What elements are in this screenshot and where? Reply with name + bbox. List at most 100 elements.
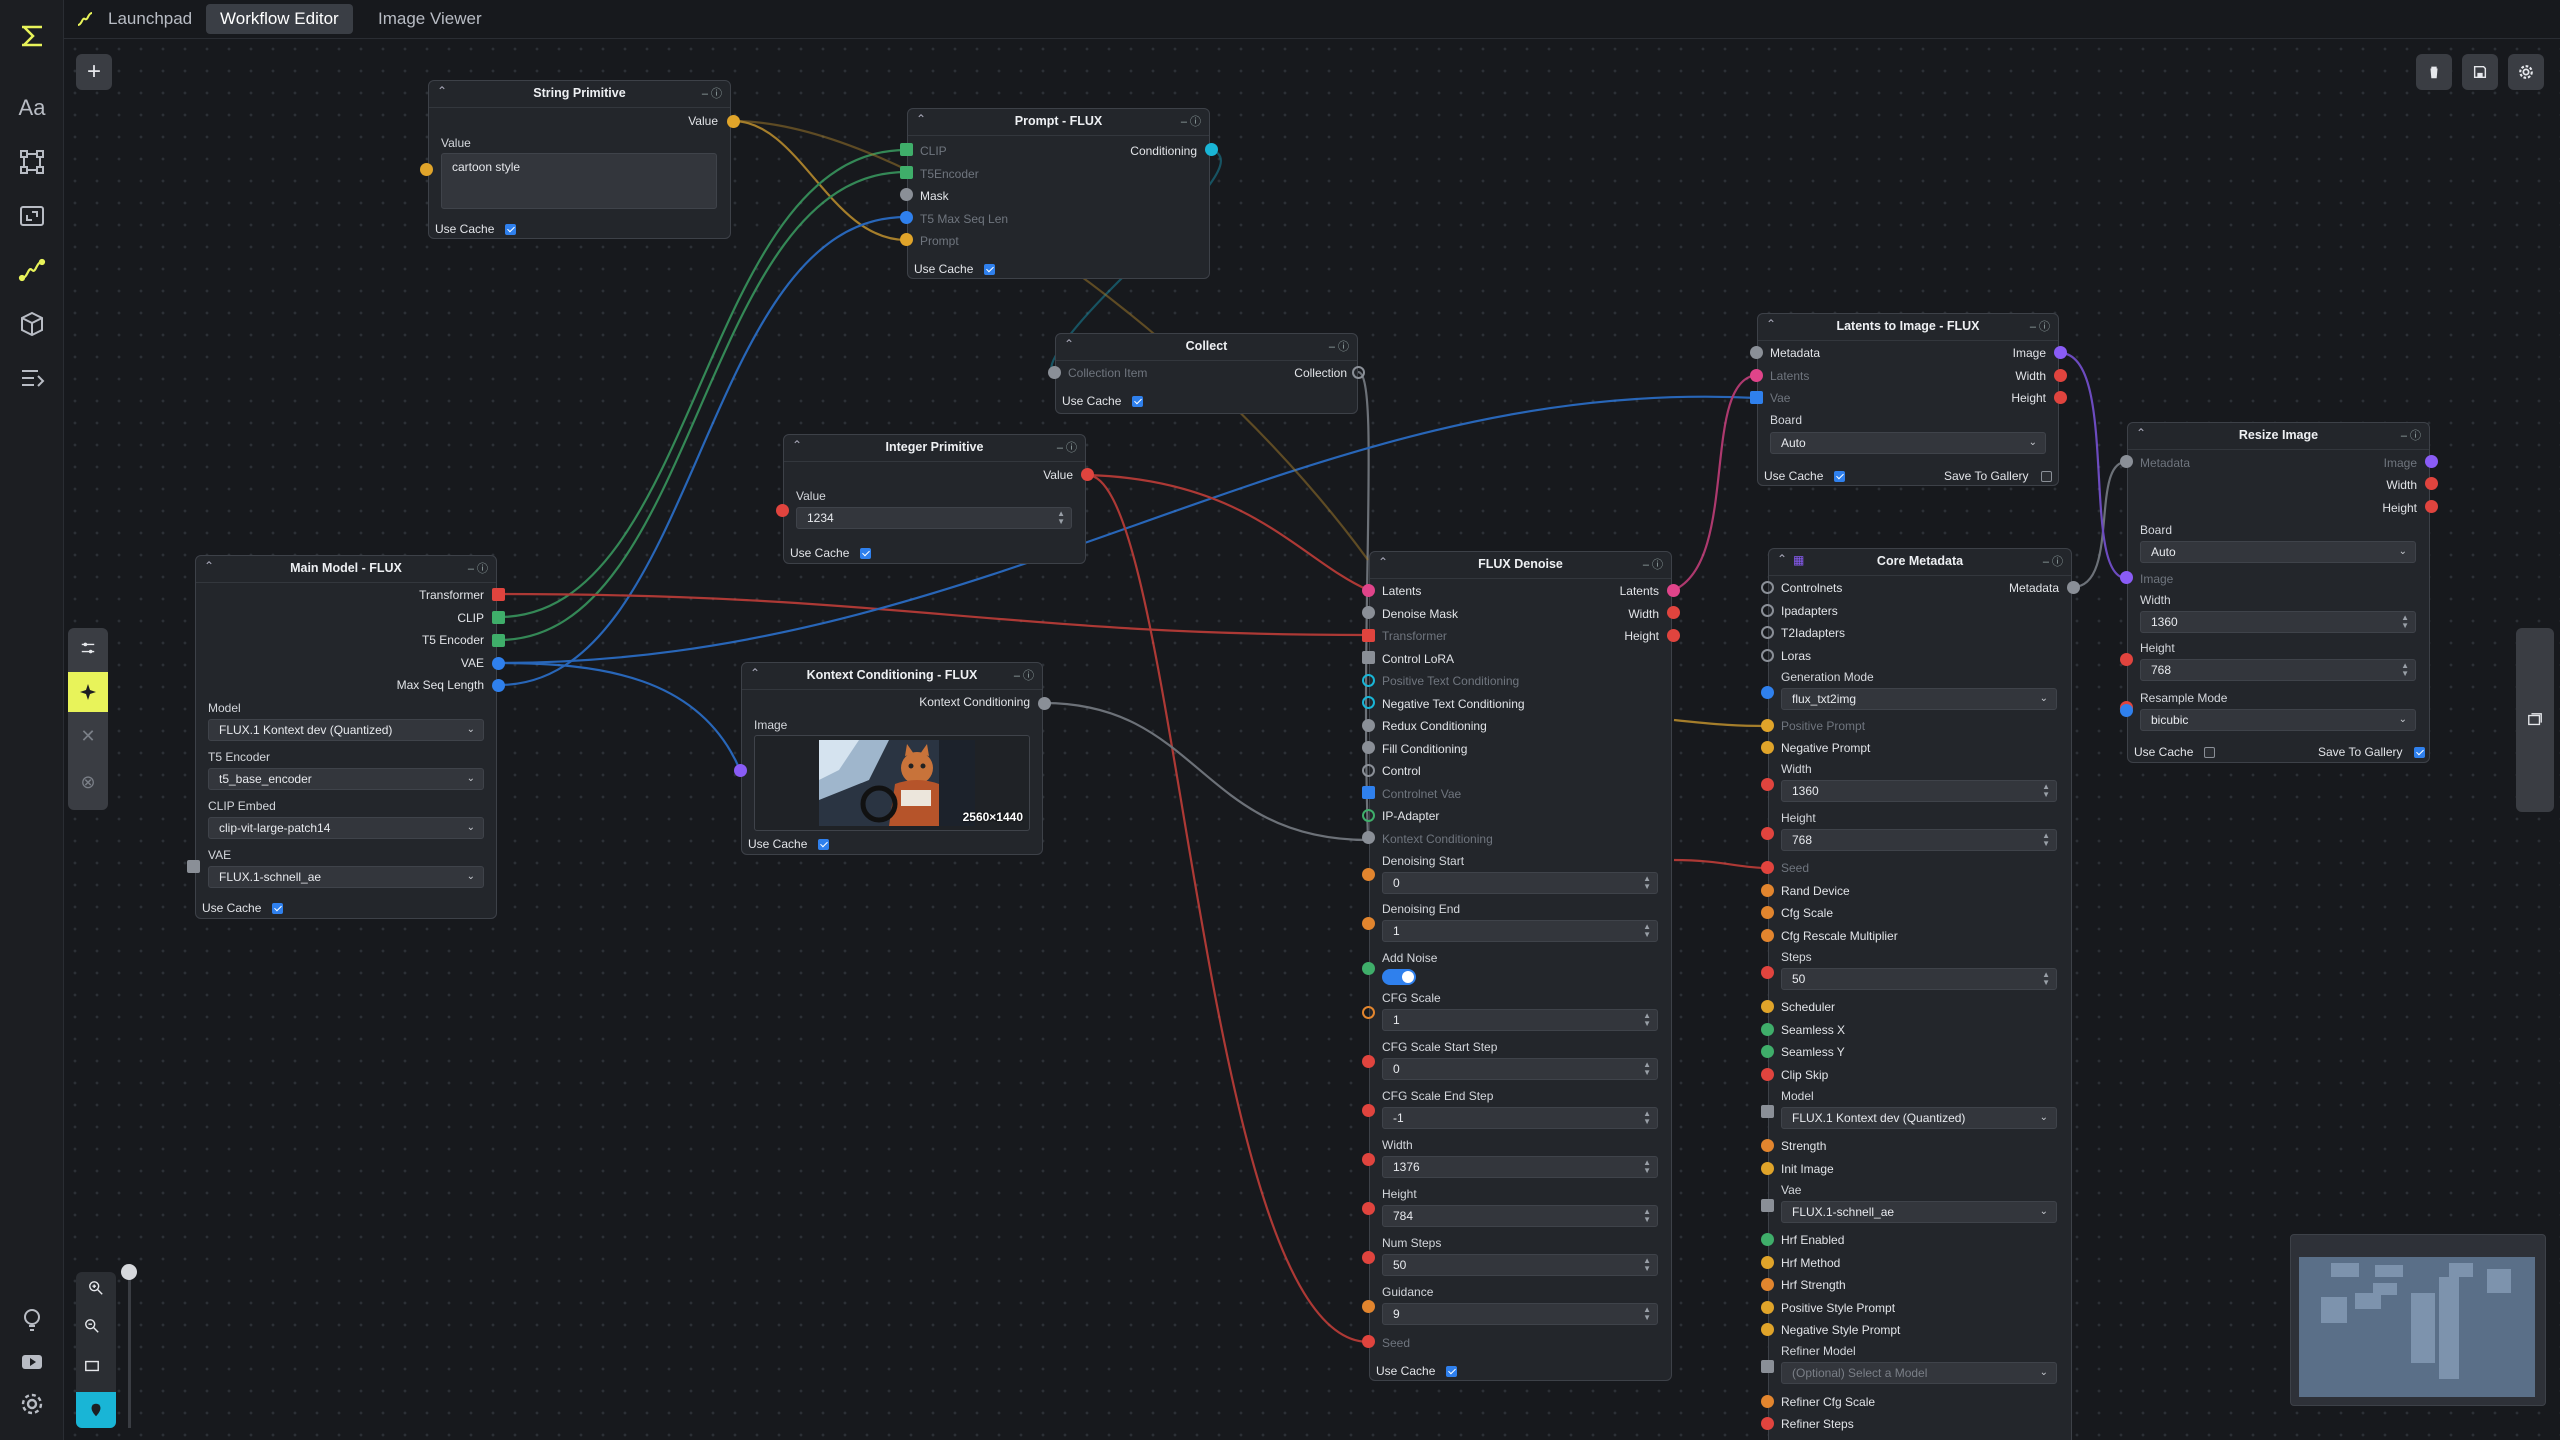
port-meta-height[interactable] [1761,827,1774,840]
port-denoise-height-in[interactable] [1362,1202,1375,1215]
zoom-slider-track[interactable] [128,1272,131,1428]
port-denoise-cfgend-in[interactable] [1362,1104,1375,1117]
integer-value-input[interactable]: 1234▲▼ [796,507,1072,529]
image-dropzone[interactable]: 2560×1440 [754,735,1030,831]
port-meta-cfg[interactable] [1761,906,1774,919]
node-menu-icon[interactable]: – ⓘ [2400,430,2421,442]
port-meta-refiner-cfg[interactable] [1761,1395,1774,1408]
stepper-icon[interactable]: ▲▼ [2042,782,2050,799]
port-string-value-out[interactable] [727,115,740,128]
cancel-icon[interactable]: ✕ [80,725,96,746]
text-tool-icon[interactable]: Aa [18,95,46,120]
node-menu-icon[interactable]: – ⓘ [1180,116,1201,128]
port-denoise-control-in[interactable] [1362,764,1375,777]
port-l2i-latents-in[interactable] [1750,369,1763,382]
port-prompt-maxseq[interactable] [900,211,913,224]
stepper-icon[interactable]: ▲▼ [1643,874,1651,891]
minimap[interactable] [2290,1234,2546,1406]
port-denoise-transformer-in[interactable] [1362,629,1375,642]
node-menu-icon[interactable]: – ⓘ [2029,321,2050,333]
tab-launchpad[interactable]: Launchpad [108,9,193,28]
port-denoise-kontext-in[interactable] [1362,831,1375,844]
port-meta-seamless-y[interactable] [1761,1045,1774,1058]
port-meta-loras[interactable] [1761,649,1774,662]
save-button[interactable] [2462,54,2498,90]
port-integer-in[interactable] [776,504,789,517]
add-node-button[interactable]: + [76,54,112,90]
port-meta-refiner-steps[interactable] [1761,1417,1774,1430]
port-meta-hrf-method[interactable] [1761,1256,1774,1269]
collapse-icon[interactable]: ⌃ [2136,426,2147,440]
denoising-start-input[interactable]: 0▲▼ [1382,872,1658,894]
port-l2i-metadata-in[interactable] [1750,346,1763,359]
port-denoise-guidance-in[interactable] [1362,1300,1375,1313]
video-icon[interactable] [16,1346,48,1378]
node-menu-icon[interactable]: – ⓘ [2042,556,2063,568]
stepper-icon[interactable]: ▲▼ [1643,922,1651,939]
port-prompt-t5[interactable] [900,166,913,179]
port-l2i-width-out[interactable] [2054,369,2067,382]
meta-vae-select[interactable]: FLUX.1-schnell_ae⌄ [1781,1201,2057,1223]
port-meta-model[interactable] [1761,1105,1774,1118]
port-transformer-out[interactable] [492,588,505,601]
stepper-icon[interactable]: ▲▼ [1643,1158,1651,1175]
port-meta-scheduler[interactable] [1761,1000,1774,1013]
node-latents-to-image[interactable]: ⌃Latents to Image - FLUX– ⓘ Metadata Lat… [1757,313,2059,486]
port-denoise-cnvae-in[interactable] [1362,786,1375,799]
port-denoise-start-in[interactable] [1362,868,1375,881]
stepper-icon[interactable]: ▲▼ [2042,970,2050,987]
node-integer-primitive[interactable]: ⌃Integer Primitive– ⓘ Value Value 1234▲▼… [783,434,1086,564]
node-main-model-flux[interactable]: ⌃Main Model - FLUX– ⓘ Transformer CLIP T… [195,555,497,919]
port-prompt-clip[interactable] [900,143,913,156]
collapse-icon[interactable]: ⌃ [204,559,215,573]
use-cache-checkbox[interactable] [505,224,516,235]
num-steps-input[interactable]: 50▲▼ [1382,1254,1658,1276]
node-collect[interactable]: ⌃Collect– ⓘ Collection Item Collection U… [1055,333,1358,414]
use-cache-checkbox[interactable] [818,839,829,850]
collapse-icon[interactable]: ⌃ [792,438,803,452]
stepper-icon[interactable]: ▲▼ [1057,509,1065,526]
port-prompt-prompt[interactable] [900,233,913,246]
port-prompt-conditioning[interactable] [1205,143,1218,156]
stepper-icon[interactable]: ▲▼ [1643,1256,1651,1273]
refiner-model-select[interactable]: (Optional) Select a Model⌄ [1781,1362,2057,1384]
port-vae-out[interactable] [492,657,505,670]
models-cube-icon[interactable] [16,308,48,340]
workflow-icon[interactable] [16,254,48,286]
port-meta-pos[interactable] [1761,719,1774,732]
node-prompt-flux[interactable]: ⌃Prompt - FLUX– ⓘ CLIP T5Encoder Mask T5… [907,108,1210,279]
port-meta-ipadapters[interactable] [1761,604,1774,617]
port-meta-cfg-rescale[interactable] [1761,929,1774,942]
port-string-value-in[interactable] [420,163,433,176]
port-meta-steps[interactable] [1761,966,1774,979]
port-denoise-steps-in[interactable] [1362,1251,1375,1264]
node-resize-image[interactable]: ⌃Resize Image– ⓘ Metadata Image Width He… [2127,422,2430,763]
resize-width-input[interactable]: 1360▲▼ [2140,611,2416,633]
clip-select[interactable]: clip-vit-large-patch14⌄ [208,817,484,839]
meta-steps-input[interactable]: 50▲▼ [1781,968,2057,990]
stepper-icon[interactable]: ▲▼ [1643,1305,1651,1322]
stepper-icon[interactable]: ▲▼ [2401,661,2409,678]
port-kontext-image-in[interactable] [734,764,747,777]
use-cache-checkbox[interactable] [1446,1366,1457,1377]
port-meta-vae[interactable] [1761,1199,1774,1212]
collapse-icon[interactable]: ⌃ [1777,552,1788,566]
port-denoise-height-out[interactable] [1667,629,1680,642]
workflow-settings-button[interactable] [2508,54,2544,90]
node-menu-icon[interactable]: – ⓘ [1328,341,1349,353]
port-meta-genmode[interactable] [1761,686,1774,699]
port-denoise-noise-in[interactable] [1362,962,1375,975]
port-denoise-pos-in[interactable] [1362,674,1375,687]
port-denoise-end-in[interactable] [1362,917,1375,930]
t5-select[interactable]: t5_base_encoder⌄ [208,768,484,790]
invoke-sparkle-button[interactable] [68,672,108,712]
port-clip-out[interactable] [492,611,505,624]
port-meta-controlnets[interactable] [1761,581,1774,594]
port-vae-in[interactable] [187,860,200,873]
zoom-out-icon[interactable] [84,1318,108,1342]
use-cache-checkbox[interactable] [984,264,995,275]
port-denoise-fill-in[interactable] [1362,741,1375,754]
collapse-icon[interactable]: ⌃ [916,112,927,126]
board-select[interactable]: Auto⌄ [1770,432,2046,454]
port-denoise-redux-in[interactable] [1362,719,1375,732]
